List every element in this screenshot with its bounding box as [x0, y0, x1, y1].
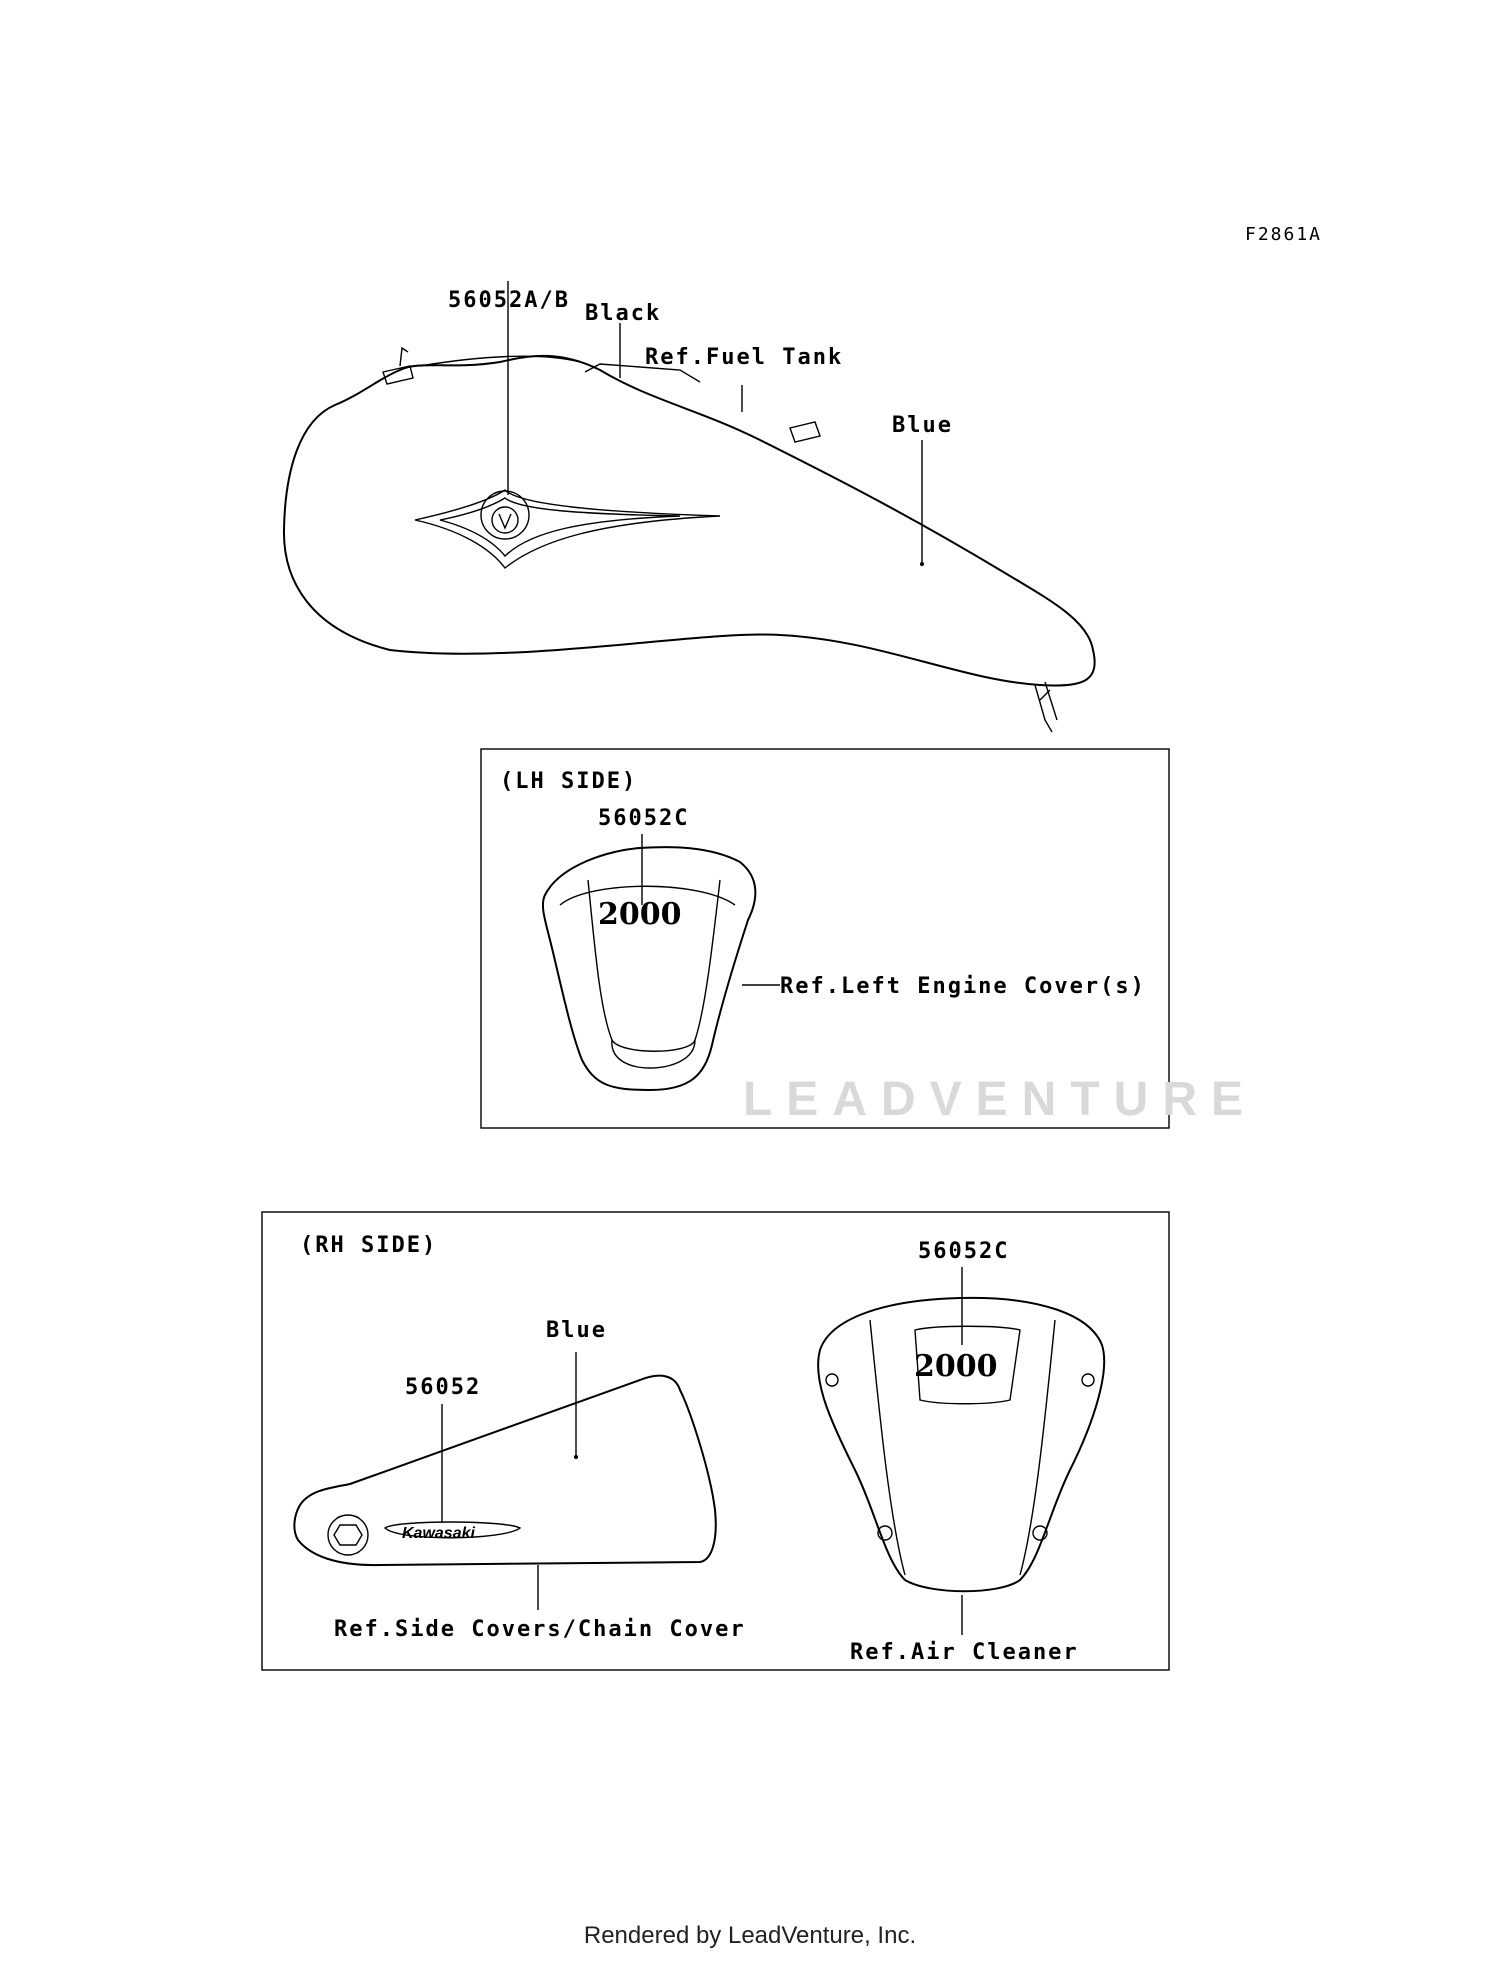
badge-2000-lh: 2000 — [598, 897, 682, 932]
watermark: LEADVENTURE — [743, 1073, 1257, 1126]
kawasaki-emblem: Kawasaki — [402, 1525, 475, 1542]
label-black: Black — [585, 301, 661, 326]
label-56052: 56052 — [405, 1375, 481, 1400]
label-ref-side-covers: Ref.Side Covers/Chain Cover — [334, 1617, 746, 1642]
rh-side-box — [261, 1211, 1170, 1671]
air-cleaner-drawing — [817, 1296, 1106, 1593]
rh-side-title: (RH SIDE) — [300, 1233, 437, 1258]
label-56052c-lh: 56052C — [598, 806, 689, 831]
lh-side-title: (LH SIDE) — [500, 769, 637, 794]
label-56052c-rh: 56052C — [918, 1239, 1009, 1264]
figure-id: F2861A — [1245, 224, 1322, 245]
label-blue-tank: Blue — [892, 413, 953, 438]
side-cover-drawing — [293, 1374, 717, 1567]
left-engine-cover-drawing — [541, 846, 757, 1092]
dot-blue-tank — [920, 562, 924, 566]
label-56052ab: 56052A/B — [448, 288, 570, 313]
lh-side-box — [480, 748, 1170, 1129]
badge-2000-rh: 2000 — [914, 1349, 998, 1384]
tank-emblem — [414, 489, 721, 569]
label-ref-air-cleaner: Ref.Air Cleaner — [850, 1640, 1079, 1665]
fuel-tank-drawing — [282, 346, 1096, 733]
footer-credit: Rendered by LeadVenture, Inc. — [583, 1922, 917, 1949]
dot-blue-side — [574, 1455, 578, 1459]
label-ref-fuel-tank: Ref.Fuel Tank — [645, 345, 843, 370]
label-ref-left-engine-cover: Ref.Left Engine Cover(s) — [780, 974, 1146, 999]
label-blue-side: Blue — [546, 1318, 607, 1343]
